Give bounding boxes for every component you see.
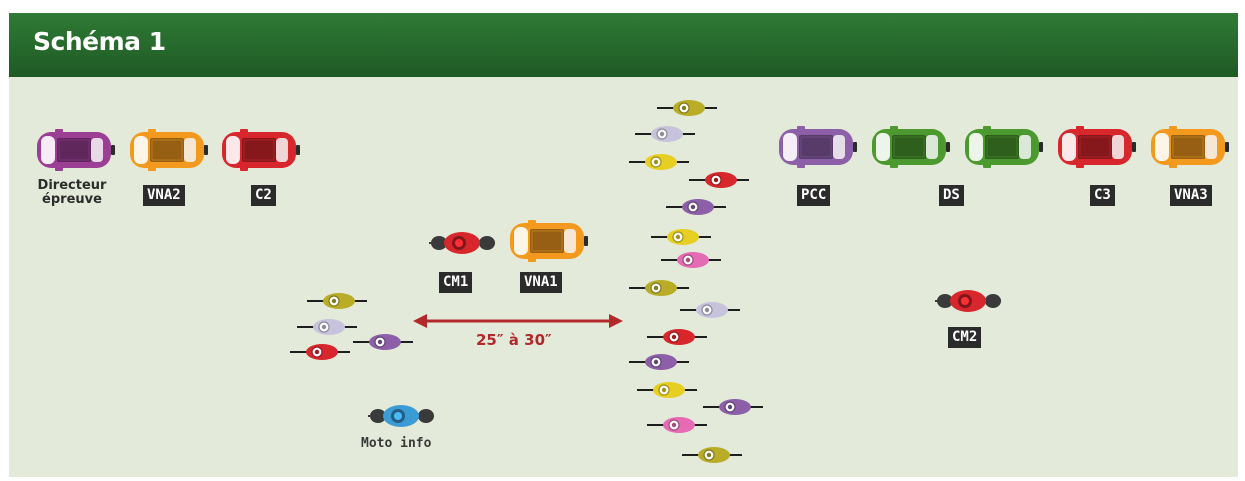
pcc-car <box>779 126 857 168</box>
peloton-rider <box>666 199 726 215</box>
directeur-label-line1: Directeur <box>37 178 107 193</box>
vna1-tag: VNA1 <box>520 272 562 293</box>
breakaway-rider <box>290 344 350 360</box>
cm1-moto <box>429 232 495 254</box>
directeur-car <box>37 129 115 171</box>
cm2-moto <box>935 290 1001 312</box>
peloton-rider <box>651 229 711 245</box>
directeur-label-line2: épreuve <box>42 192 102 207</box>
breakaway-rider <box>297 319 357 335</box>
cm1-tag: CM1 <box>439 272 473 293</box>
c3-car <box>1058 126 1136 168</box>
ds-tag: DS <box>939 185 964 206</box>
diagram-title: Schéma 1 <box>33 27 166 56</box>
vna2-car <box>130 129 208 171</box>
ds-car-1 <box>872 126 950 168</box>
c2-car <box>222 129 300 171</box>
peloton-rider <box>703 399 763 415</box>
peloton-rider <box>682 447 742 463</box>
c3-tag: C3 <box>1090 185 1115 206</box>
peloton-rider <box>647 417 707 433</box>
gap-label: 25″ à 30″ <box>476 331 552 349</box>
directeur-label: Directeur épreuve <box>31 179 113 207</box>
vna2-tag: VNA2 <box>143 185 185 206</box>
c2-tag: C2 <box>251 185 276 206</box>
peloton-rider <box>657 100 717 116</box>
peloton-rider <box>647 329 707 345</box>
peloton-rider <box>629 280 689 296</box>
vna1-car <box>510 220 588 262</box>
peloton-rider <box>680 302 740 318</box>
peloton-rider <box>635 126 695 142</box>
peloton-rider <box>629 154 689 170</box>
breakaway-rider <box>307 293 367 309</box>
gap-arrow <box>413 314 623 328</box>
breakaway-rider <box>353 334 413 350</box>
pcc-tag: PCC <box>797 185 831 206</box>
ds-car-2 <box>965 126 1043 168</box>
vna3-car <box>1151 126 1229 168</box>
peloton-rider <box>637 382 697 398</box>
vna3-tag: VNA3 <box>1170 185 1212 206</box>
header-bar: Schéma 1 <box>9 13 1238 77</box>
moto-info <box>368 405 434 427</box>
peloton-rider <box>661 252 721 268</box>
peloton-rider <box>629 354 689 370</box>
diagram-frame: Schéma 1 25″ à 30″ Directeur épreuve VNA… <box>9 13 1238 477</box>
peloton-rider <box>689 172 749 188</box>
moto-info-label: Moto info <box>361 436 432 451</box>
cm2-tag: CM2 <box>948 327 982 348</box>
